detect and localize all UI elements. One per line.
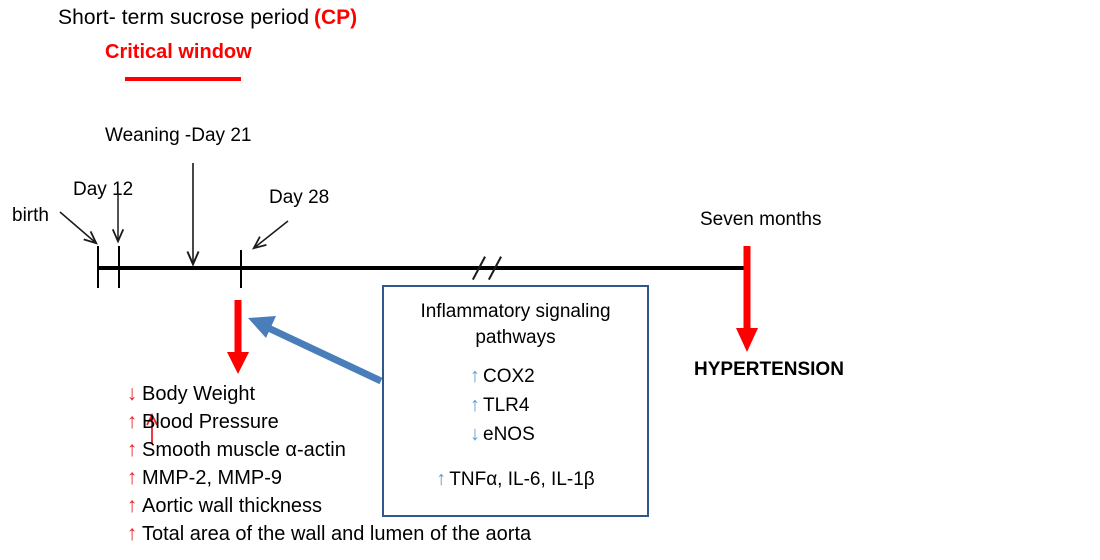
arrow-up-icon: ↑ xyxy=(470,394,480,416)
blue-link-arrow xyxy=(248,316,383,385)
box-title: Inflammatory signaling pathways xyxy=(384,299,647,351)
timeline-tick-birth xyxy=(97,246,99,288)
arrow-down-icon: ↓ xyxy=(126,382,138,405)
title-critical-window: Critical window xyxy=(105,41,252,63)
critical-window-underline xyxy=(125,77,241,81)
outcome-label: Blood Pressure xyxy=(142,411,279,433)
timeline-tick-day28 xyxy=(240,250,242,288)
marker-label: eNOS xyxy=(483,424,535,445)
list-item: ↑ Total area of the wall and lumen of th… xyxy=(122,520,531,548)
title-main: Short- term sucrose period xyxy=(58,6,310,29)
list-item: ↑ COX2 xyxy=(384,365,647,394)
arrow-up-icon: ↑ xyxy=(126,522,138,545)
list-item: ↓ eNOS xyxy=(384,423,647,452)
list-item: ↑ Aortic wall thickness xyxy=(122,492,531,520)
arrow-up-icon: ↑ xyxy=(126,438,138,461)
outcome-label: Body Weight xyxy=(142,383,256,405)
box-title-line1: Inflammatory signaling xyxy=(420,301,611,322)
outcome-label: Smooth muscle α-actin xyxy=(142,439,346,461)
arrow-up-icon: ↑ xyxy=(126,466,138,489)
arrow-down-icon: ↓ xyxy=(470,423,480,445)
cytokine-row: ↑ TNFα, IL-6, IL-1β xyxy=(384,468,647,491)
outcome-label: Aortic wall thickness xyxy=(142,495,323,517)
list-item: ↑ Smooth muscle α-actin xyxy=(122,436,531,464)
box-title-line2: pathways xyxy=(475,327,556,348)
outcome-label: MMP-2, MMP-9 xyxy=(142,467,282,489)
arrow-up-icon: ↑ xyxy=(126,494,138,517)
outcome-list: ↓ Body Weight ↑ Blood Pressure ↑ Smooth … xyxy=(122,380,531,548)
timeline-label-birth: birth xyxy=(12,205,49,226)
list-item: ↑ TLR4 xyxy=(384,394,647,423)
marker-label: TLR4 xyxy=(483,395,530,416)
timeline-axis xyxy=(97,266,746,270)
outcome-label: Total area of the wall and lumen of the … xyxy=(142,523,532,545)
timeline-label-weaning: Weaning -Day 21 xyxy=(105,125,252,146)
list-item: ↓ Body Weight xyxy=(122,380,531,408)
list-item: ↑ MMP-2, MMP-9 xyxy=(122,464,531,492)
red-down-arrow-outcomes xyxy=(227,300,249,374)
title-cp-abbrev: (CP) xyxy=(314,6,358,29)
timeline-tick-day12 xyxy=(118,246,120,288)
marker-list: ↑ COX2 ↑ TLR4 ↓ eNOS xyxy=(384,365,647,452)
arrow-up-icon: ↑ xyxy=(126,410,138,433)
timeline-label-day12: Day 12 xyxy=(73,179,134,200)
arrow-up-icon: ↑ xyxy=(436,468,447,490)
list-item: ↑ Blood Pressure xyxy=(122,408,531,436)
timeline-tick-seven-months xyxy=(745,248,747,290)
cytokine-label: TNFα, IL-6, IL-1β xyxy=(449,469,595,490)
timeline-label-seven-months: Seven months xyxy=(700,209,822,230)
timeline-label-day28: Day 28 xyxy=(269,187,330,208)
marker-label: COX2 xyxy=(483,366,535,387)
red-down-arrow-hypertension xyxy=(736,246,758,352)
day28-pointer-arrow xyxy=(254,220,289,248)
birth-pointer-arrow xyxy=(59,211,96,243)
arrow-up-icon: ↑ xyxy=(470,365,480,387)
hypertension-label: HYPERTENSION xyxy=(694,359,844,380)
inflammatory-pathway-box: Inflammatory signaling pathways ↑ COX2 ↑… xyxy=(382,285,649,517)
